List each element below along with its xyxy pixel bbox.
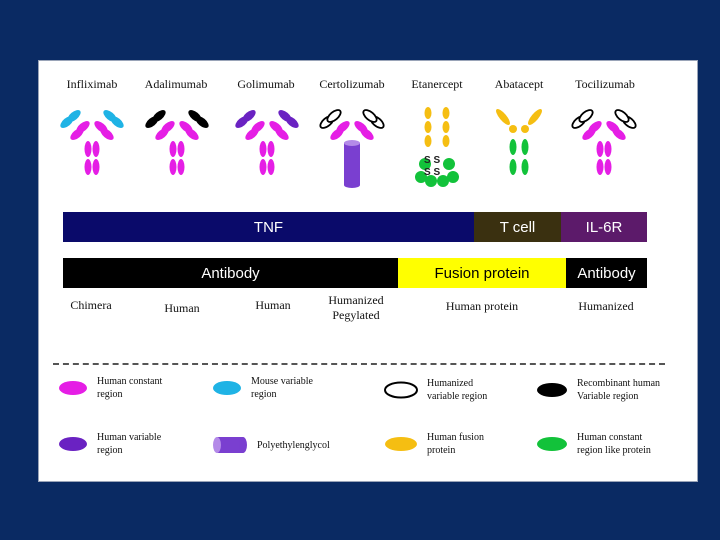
type-humanized: Humanized — [578, 299, 633, 314]
class-fusion-label: Fusion protein — [434, 265, 529, 282]
legend-peg: Polyethylenglycol — [213, 433, 330, 457]
purple-ellipse-icon — [57, 434, 89, 454]
type-chimera: Chimera — [70, 298, 111, 313]
cyan-ellipse-icon — [211, 378, 243, 398]
legend-recombinant-human: Recombinant human Variable region — [535, 377, 660, 403]
black-ellipse-icon — [535, 380, 569, 400]
legend-recombinant-human-text: Recombinant human Variable region — [577, 377, 660, 403]
type-human-protein: Human protein — [446, 299, 518, 314]
magenta-ellipse-icon — [57, 378, 89, 398]
drug-label-golimumab: Golimumab — [237, 77, 294, 92]
legend-human-constant-like-text: Human constant region like protein — [577, 431, 651, 457]
green-ellipse-icon — [535, 434, 569, 454]
tocilizumab-antibody-icon — [569, 107, 639, 187]
class-antibody-label-1: Antibody — [201, 265, 259, 282]
infliximab-antibody-icon — [57, 107, 127, 187]
target-bar-tnf: TNF — [63, 212, 474, 242]
legend-mouse-variable: Mouse variable region — [211, 375, 313, 401]
drug-label-certolizumab: Certolizumab — [319, 77, 384, 92]
class-bar-antibody-right: Antibody — [566, 258, 647, 288]
drug-label-abatacept: Abatacept — [495, 77, 544, 92]
outlined-ellipse-icon — [383, 380, 419, 400]
class-bar-fusion-protein: Fusion protein — [398, 258, 566, 288]
etanercept-fusion-icon — [412, 107, 462, 191]
class-antibody-label-2: Antibody — [577, 265, 635, 282]
target-tnf-label: TNF — [254, 219, 283, 236]
legend-human-constant-text: Human constant region — [97, 375, 162, 401]
drug-label-tocilizumab: Tocilizumab — [575, 77, 635, 92]
adalimumab-antibody-icon — [142, 107, 212, 187]
legend-human-variable: Human variable region — [57, 431, 161, 457]
abatacept-fusion-icon — [491, 107, 547, 189]
legend-human-fusion: Human fusion protein — [383, 431, 484, 457]
legend-mouse-variable-text: Mouse variable region — [251, 375, 313, 401]
legend-humanized-variable-text: Humanized variable region — [427, 377, 487, 403]
etanercept-ss-label-1: S S — [424, 155, 440, 166]
class-bar-antibody-left: Antibody — [63, 258, 398, 288]
golimumab-antibody-icon — [232, 107, 302, 187]
drug-label-infliximab: Infliximab — [67, 77, 118, 92]
target-tcell-label: T cell — [500, 219, 536, 236]
drug-label-adalimumab: Adalimumab — [145, 77, 208, 92]
legend-human-variable-text: Human variable region — [97, 431, 161, 457]
type-humanized-pegylated: Humanized Pegylated — [328, 293, 383, 323]
target-il6r-label: IL-6R — [586, 219, 623, 236]
target-bar-il6r: IL-6R — [561, 212, 647, 242]
type-human-1: Human — [164, 301, 199, 316]
target-bar-tcell: T cell — [474, 212, 561, 242]
type-human-2: Human — [255, 298, 290, 313]
yellow-ellipse-icon — [383, 434, 419, 454]
peg-cylinder-icon — [213, 433, 249, 457]
legend-peg-text: Polyethylenglycol — [257, 439, 330, 452]
legend-humanized-variable: Humanized variable region — [383, 377, 487, 403]
etanercept-ss-label-2: S S — [424, 167, 440, 178]
legend-human-fusion-text: Human fusion protein — [427, 431, 484, 457]
legend-human-constant-like: Human constant region like protein — [535, 431, 651, 457]
drug-label-etanercept: Etanercept — [411, 77, 462, 92]
certolizumab-fab-peg-icon — [317, 107, 387, 189]
legend-divider — [53, 363, 665, 365]
legend-human-constant: Human constant region — [57, 375, 162, 401]
figure-panel: Infliximab Adalimumab Golimumab Certoliz… — [38, 60, 698, 482]
